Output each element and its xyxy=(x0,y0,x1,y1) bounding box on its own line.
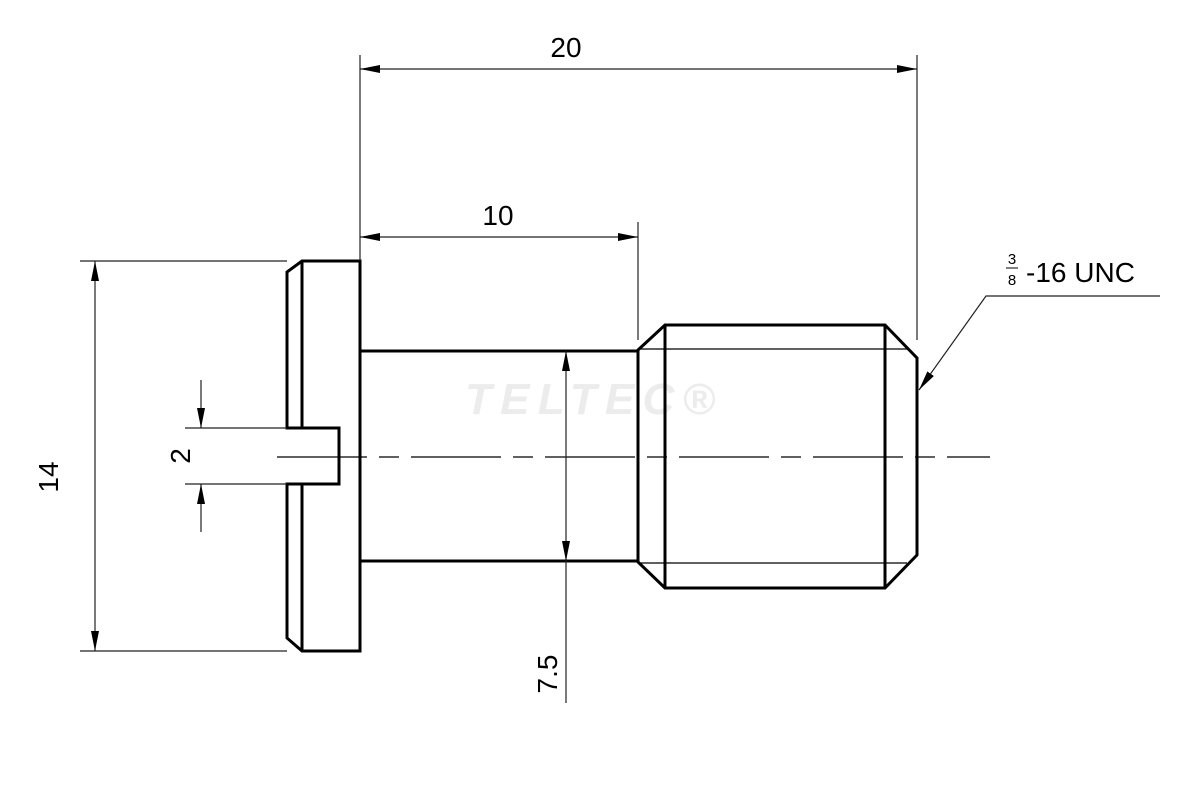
dimension-label-14: 14 xyxy=(33,461,64,492)
dimension-label-2: 2 xyxy=(165,448,196,464)
dimension-label-10: 10 xyxy=(482,200,513,231)
screw-head xyxy=(285,259,362,653)
dimension-label-20: 20 xyxy=(550,32,581,63)
thread-callout: 3 8 -16 UNC xyxy=(918,251,1160,391)
screw-shank xyxy=(360,349,638,563)
dimension-head-diameter: 14 xyxy=(33,260,287,652)
dimension-slot-width: 2 xyxy=(165,380,287,532)
dimension-label-7-5: 7.5 xyxy=(532,655,563,694)
dimension-shank-diameter: 7.5 xyxy=(532,351,570,703)
watermark: TELTEC® xyxy=(465,375,716,424)
dimension-overall-length: 20 xyxy=(359,32,918,340)
thread-spec: -16 UNC xyxy=(1026,257,1135,288)
thread-fraction-denominator: 8 xyxy=(1008,272,1016,289)
dimension-shank-length: 10 xyxy=(360,200,639,340)
thread-fraction-numerator: 3 xyxy=(1008,251,1016,268)
